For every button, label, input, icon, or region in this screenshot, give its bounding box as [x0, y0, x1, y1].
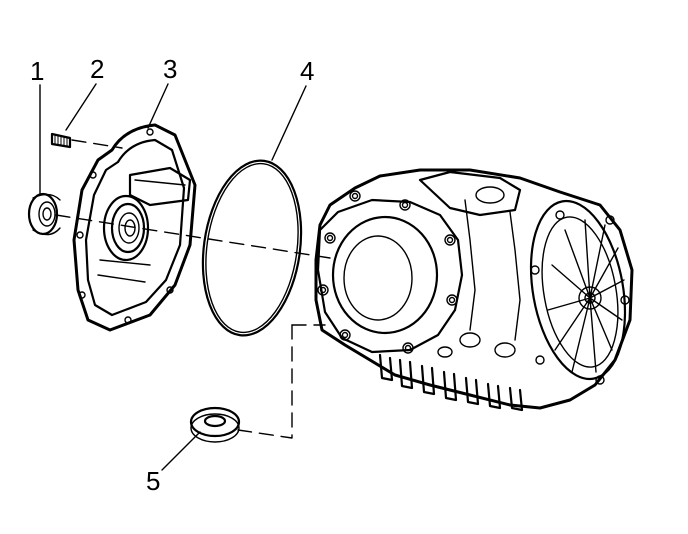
washer-part-5 — [189, 406, 241, 443]
callout-1-label: 1 — [30, 56, 44, 86]
leader-lines — [39, 83, 307, 471]
cover-part-3 — [72, 123, 197, 332]
callout-5-label: 5 — [146, 466, 160, 496]
callout-2-label: 2 — [90, 54, 104, 84]
shaft-centerline — [55, 214, 331, 259]
callout-4-label: 4 — [300, 56, 314, 86]
seal-part-1 — [27, 192, 61, 236]
callout-3-label: 3 — [163, 54, 177, 84]
leader-line-3 — [147, 83, 169, 129]
bolt-centerline — [71, 139, 123, 149]
leader-line-4 — [271, 85, 307, 161]
washer-centerline — [237, 324, 293, 439]
bolt-part-2 — [50, 132, 72, 149]
transfer-case-housing — [314, 168, 634, 412]
leader-line-5 — [161, 431, 201, 471]
o-ring-part-4 — [201, 159, 303, 337]
leader-line-2 — [65, 83, 97, 131]
